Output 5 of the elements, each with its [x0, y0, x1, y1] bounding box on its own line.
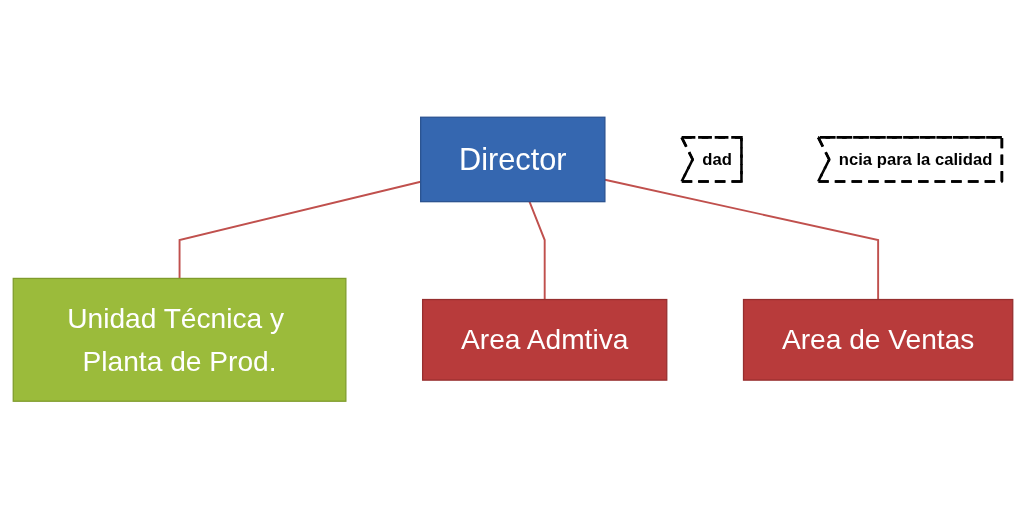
node-box: Unidad Técnica y Planta de Prod.	[12, 278, 347, 403]
node-box: Director	[420, 116, 606, 203]
node-box: Area Admtiva	[422, 299, 668, 382]
connector	[528, 200, 546, 301]
node-box: Area de Ventas	[742, 299, 1014, 382]
